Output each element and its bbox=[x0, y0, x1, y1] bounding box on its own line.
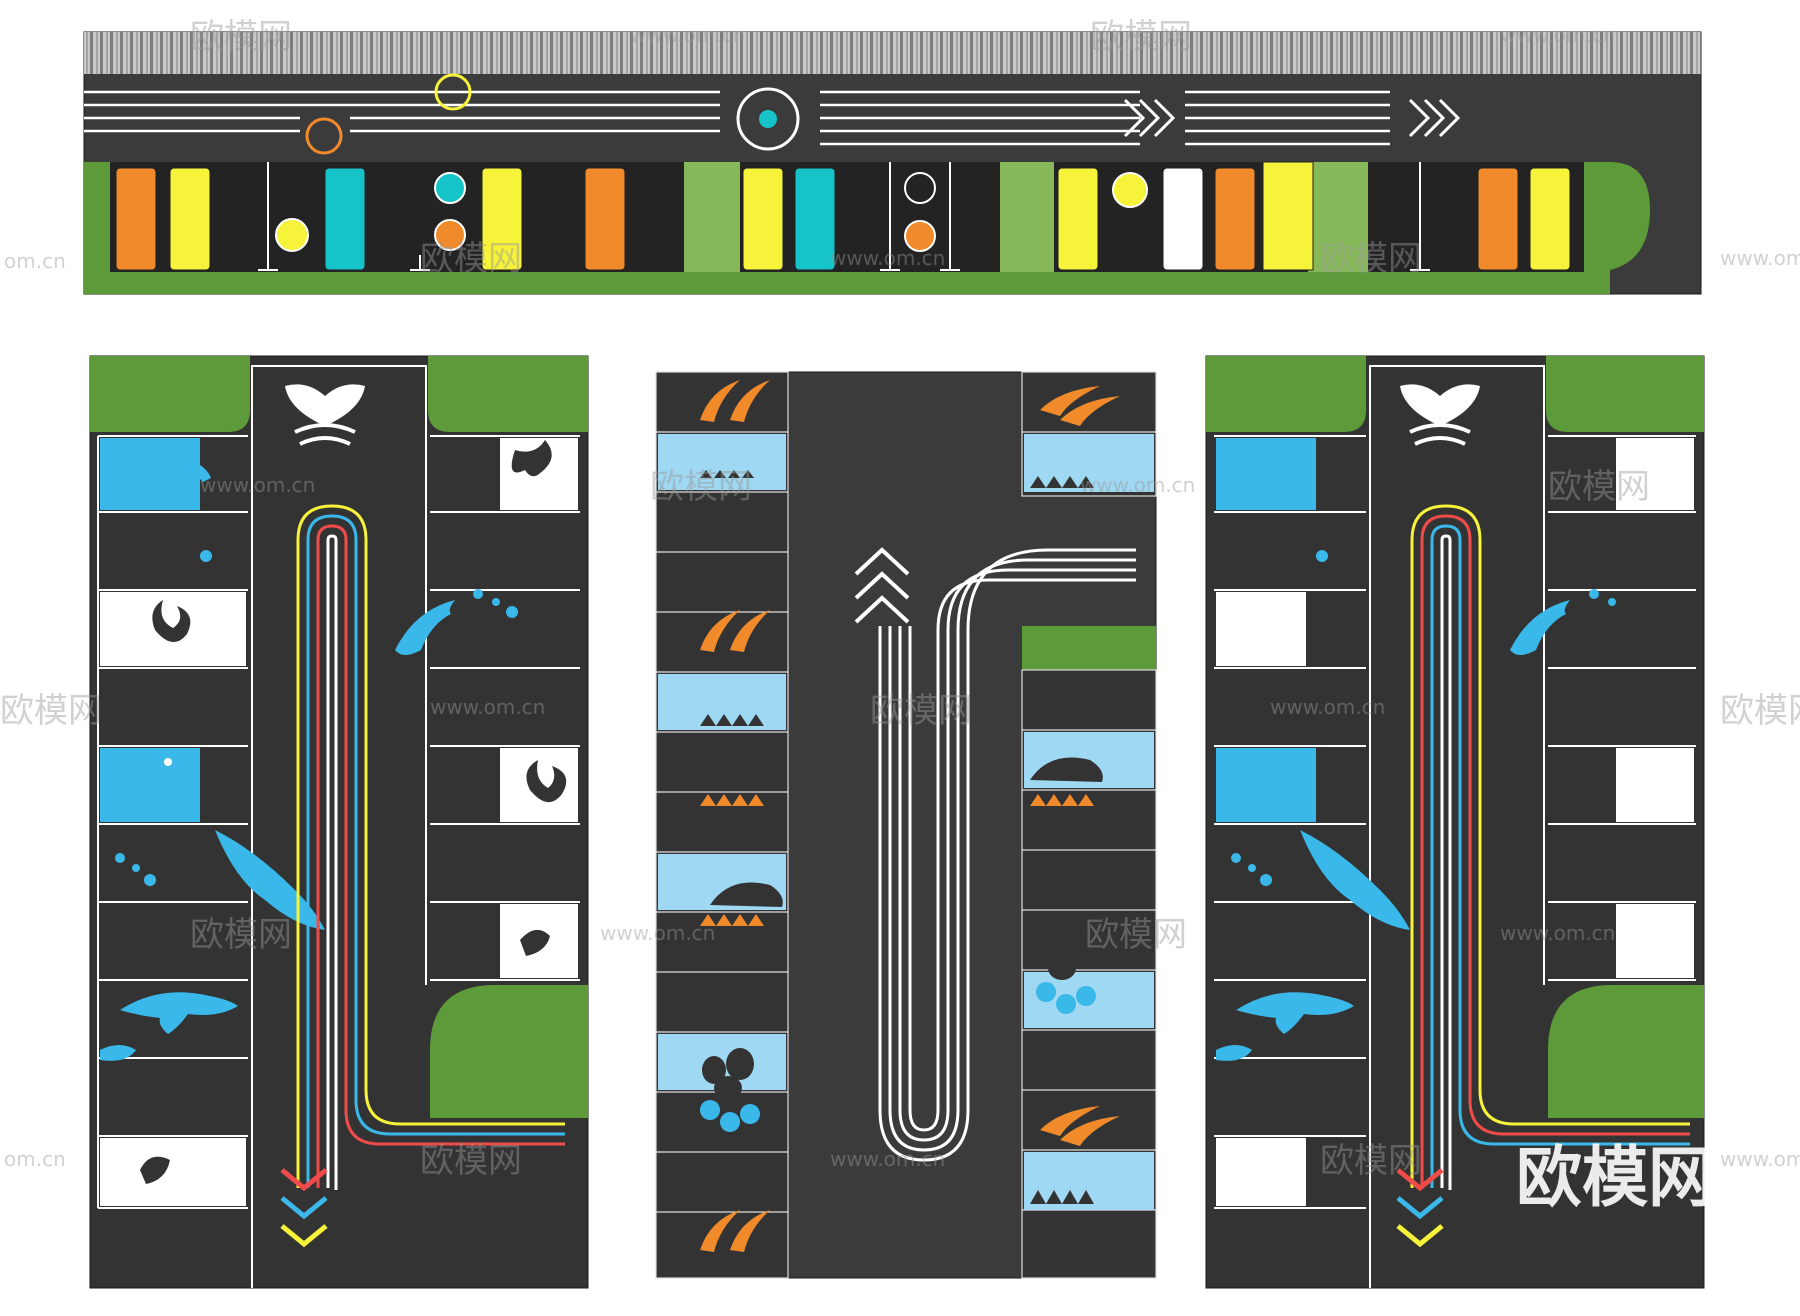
watermark-brand: 欧模网 bbox=[190, 915, 292, 955]
watermark-brand: 欧模网 bbox=[870, 691, 972, 731]
watermark-url: www.om.cn bbox=[830, 246, 945, 270]
circle-icon bbox=[434, 219, 466, 251]
drop-icon bbox=[700, 794, 1094, 926]
top-parking-strip bbox=[83, 31, 1702, 295]
watermarks: 欧模网 www.om.cn 欧模网 www.om.cn om.cn 欧模网 ww… bbox=[0, 17, 1800, 1216]
watermark-url: om.cn bbox=[4, 1147, 66, 1171]
circle-icon bbox=[305, 117, 343, 155]
circle-icon bbox=[275, 218, 309, 252]
whale-icon bbox=[150, 458, 211, 492]
track-lines bbox=[296, 504, 565, 1190]
lane-border bbox=[1369, 365, 1545, 1288]
watermark-brand: 欧模网 bbox=[1090, 17, 1192, 57]
fish-tail-icon bbox=[140, 440, 567, 1184]
circle-icon bbox=[434, 172, 466, 204]
watermark-brand: 欧模网 bbox=[650, 467, 752, 507]
grass-corner bbox=[1546, 356, 1704, 432]
bollards bbox=[258, 162, 1430, 271]
watermark-brand: 欧模网 bbox=[0, 691, 102, 731]
bubbles bbox=[1231, 550, 1616, 886]
stall-lines bbox=[97, 435, 580, 1209]
watermark-url: www.om.cn bbox=[830, 1147, 945, 1171]
watermark-brand: 欧模网 bbox=[1720, 691, 1800, 731]
track-lines bbox=[1410, 504, 1690, 1190]
wave-icon bbox=[1400, 384, 1480, 446]
watermark-url: www.om.cn bbox=[630, 23, 745, 47]
grass-island bbox=[1000, 162, 1054, 272]
watermark-brand-large: 欧模网 bbox=[1516, 1139, 1714, 1216]
wave-icon bbox=[285, 384, 365, 446]
grass-edge bbox=[84, 162, 1650, 294]
color-blocks bbox=[115, 161, 1571, 271]
grass-island bbox=[1548, 985, 1704, 1118]
watermark-url: om.cn bbox=[4, 249, 66, 273]
circle-icon bbox=[736, 87, 800, 151]
grass-island bbox=[684, 162, 740, 272]
watermark-brand: 欧模网 bbox=[420, 1141, 522, 1181]
watermark-brand: 欧模网 bbox=[190, 17, 292, 57]
bubbles bbox=[115, 550, 518, 886]
watermark-brand: 欧模网 bbox=[1320, 239, 1422, 279]
grass-island bbox=[1022, 626, 1156, 670]
watermark-url: www.om.cn bbox=[1500, 921, 1615, 945]
grass-island bbox=[84, 162, 110, 272]
track-lines bbox=[878, 548, 1136, 1162]
watermark-url: www.om.cn bbox=[1720, 246, 1800, 270]
stall-column-left bbox=[655, 371, 789, 1279]
watermark-url: www.om.cn bbox=[1080, 473, 1195, 497]
watermark-url: www.om.cn bbox=[1500, 23, 1615, 47]
watermark-brand: 欧模网 bbox=[1548, 467, 1650, 507]
chevron-icon bbox=[854, 547, 910, 624]
striped-curb bbox=[84, 32, 1701, 74]
watermark-url: www.om.cn bbox=[1720, 1147, 1800, 1171]
watermark-brand: 欧模网 bbox=[1320, 1141, 1422, 1181]
circle-icon bbox=[434, 73, 472, 111]
middle-parking-lot bbox=[655, 371, 1157, 1279]
watermark-url: www.om.cn bbox=[1270, 695, 1385, 719]
drop-icon bbox=[700, 982, 1096, 1132]
grass-corner bbox=[428, 356, 588, 432]
grass-corner bbox=[1206, 356, 1366, 432]
chevron-icon bbox=[1123, 98, 1461, 138]
circle-icon bbox=[904, 220, 936, 252]
circle-icon bbox=[759, 110, 777, 128]
watermark-url: www.om.cn bbox=[430, 695, 545, 719]
right-parking-lot bbox=[1205, 355, 1705, 1289]
circle-icon bbox=[1112, 172, 1148, 208]
lane-lines bbox=[84, 90, 1390, 146]
chevron-icon bbox=[280, 1168, 328, 1248]
watermark-brand: 欧模网 bbox=[420, 239, 522, 279]
watermark-url: www.om.cn bbox=[200, 473, 315, 497]
watermark-brand: 欧模网 bbox=[1085, 915, 1187, 955]
left-parking-lot bbox=[89, 355, 589, 1289]
leaf-icon bbox=[700, 380, 1120, 1252]
grass-island bbox=[1308, 162, 1368, 272]
chevron-icon bbox=[1396, 1168, 1444, 1248]
circle-icon bbox=[904, 172, 936, 204]
lane-border bbox=[251, 365, 427, 1288]
bubbles bbox=[164, 607, 228, 766]
watermark-url: www.om.cn bbox=[600, 921, 715, 945]
dolphin-icon bbox=[1216, 600, 1570, 1061]
drop-icon bbox=[700, 470, 1103, 1204]
grass-island bbox=[430, 985, 588, 1118]
grass-corner bbox=[90, 356, 250, 432]
